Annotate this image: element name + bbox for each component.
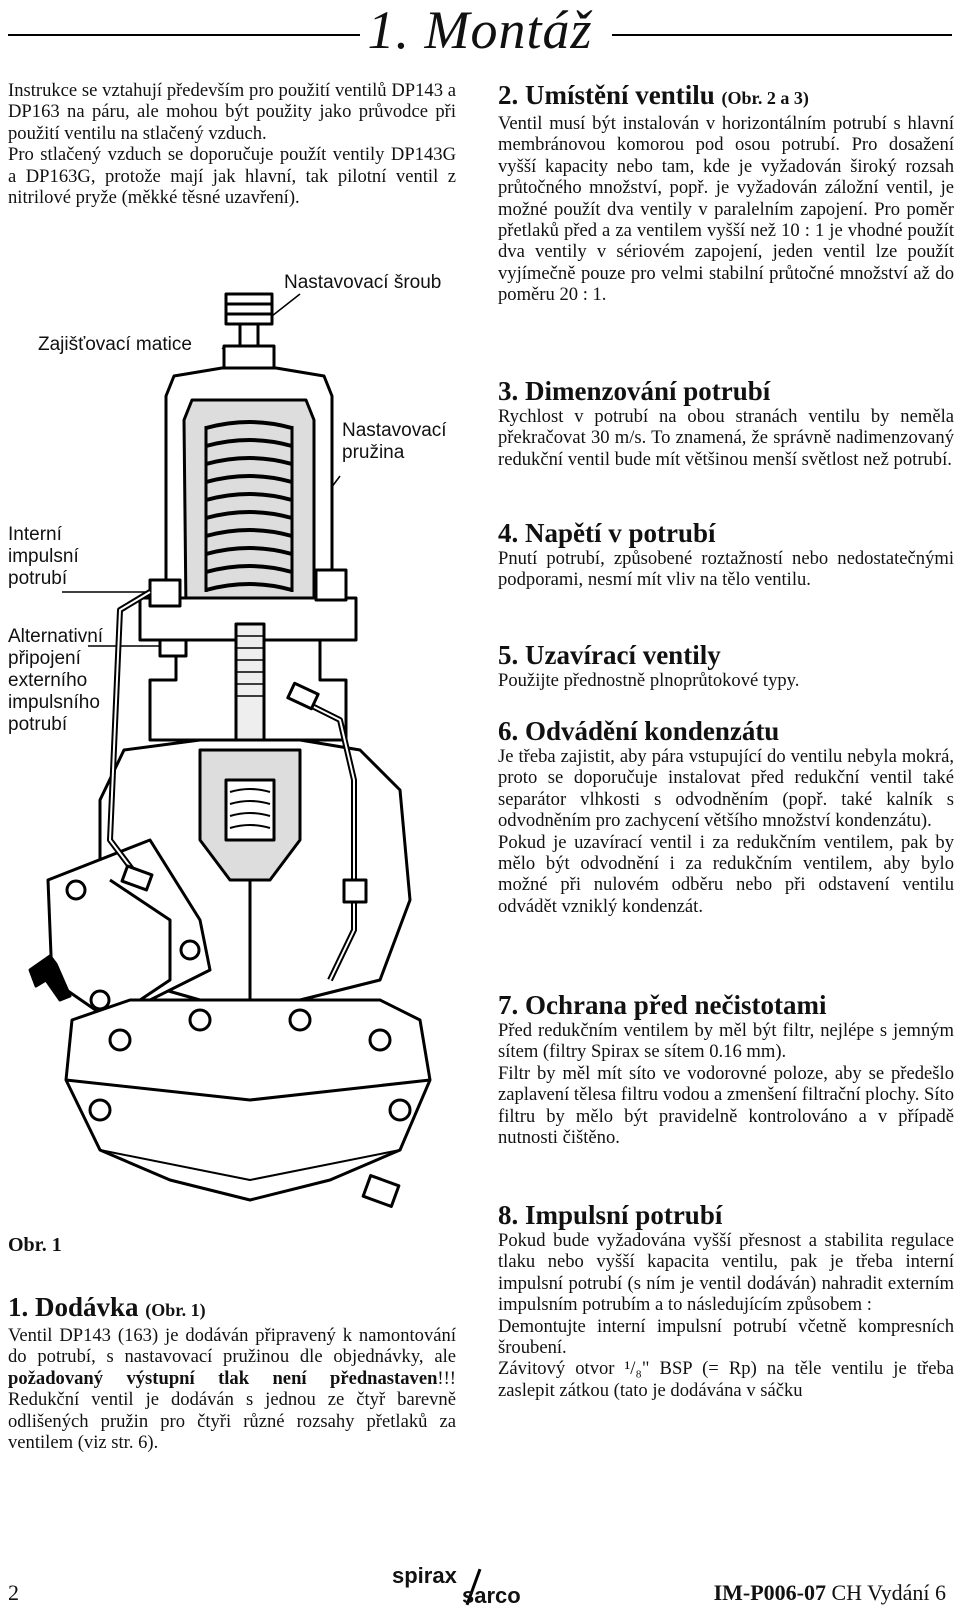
section-4-title: 4. Napětí v potrubí <box>498 518 716 548</box>
section-2-title: 2. Umístění ventilu <box>498 80 715 110</box>
section-8-title: 8. Impulsní potrubí <box>498 1200 723 1230</box>
section-7-paragraph-2: Filtr by měl mít síto ve vodorovné poloz… <box>498 1062 954 1149</box>
section-7-paragraph-1: Před redukčním ventilem by měl být filtr… <box>498 1020 954 1063</box>
intro-paragraph-2: Pro stlačený vzduch se doporučuje použít… <box>8 144 456 209</box>
section-2-body: Ventil musí být instalován v horizontáln… <box>498 113 954 306</box>
section-6-condensate: 6. Odvádění kondenzátu Je třeba zajistit… <box>498 716 954 917</box>
logo-word-top: spirax <box>392 1563 457 1588</box>
label-internal-line-3: potrubí <box>8 568 68 589</box>
section-6-paragraph-2: Pokud je uzavírací ventil i za redukčním… <box>498 831 954 917</box>
section-6-body: Je třeba zajistit, aby pára vstupující d… <box>498 746 954 917</box>
section-8-paragraph-2: Demontujte interní impulsní potrubí včet… <box>498 1315 954 1359</box>
label-internal-line-2: impulsní <box>8 546 79 567</box>
section-3-title: 3. Dimenzování potrubí <box>498 376 771 406</box>
label-alt-line-1: Alternativní <box>8 626 104 647</box>
section-5-body: Použijte přednostně plnoprůtokové typy. <box>498 670 800 691</box>
section-4-pipe-stress: 4. Napětí v potrubí Pnutí potrubí, způso… <box>498 518 954 591</box>
spirax-sarco-logo: spirax sarco <box>392 1563 552 1612</box>
label-adjusting-screw: Nastavovací šroub <box>284 272 442 293</box>
section-3-pipe-sizing: 3. Dimenzování potrubí Rychlost v potrub… <box>498 376 954 470</box>
label-internal-line-1: Interní <box>8 524 62 545</box>
section-1-text-a: Ventil DP143 (163) je dodáván připravený… <box>8 1325 456 1368</box>
label-lock-nut: Zajišťovací matice <box>38 334 192 355</box>
label-internal-impulse: Interní impulsní potrubí <box>8 524 79 590</box>
section-1-body: Ventil DP143 (163) je dodáván připravený… <box>8 1325 456 1453</box>
section-1-text-b: !!! Redukční ventil je dodáván s jednou … <box>8 1367 456 1454</box>
figure-caption: Obr. 1 <box>8 1234 62 1256</box>
label-spring-line-1: Nastavovací <box>342 420 447 441</box>
document-code: IM-P006-07 <box>713 1580 826 1605</box>
section-6-title: 6. Odvádění kondenzátu <box>498 716 780 746</box>
section-7-dirt-protection: 7. Ochrana před nečistotami Před redukčn… <box>498 990 954 1148</box>
label-alt-line-2: připojení <box>8 648 81 669</box>
logo-word-bottom: sarco <box>462 1583 521 1608</box>
page-title: 1. Montáž <box>367 0 593 60</box>
document-edition: CH Vydání 6 <box>831 1580 947 1605</box>
section-5-title: 5. Uzavírací ventily <box>498 640 721 670</box>
section-1-ref: (Obr. 1) <box>145 1300 206 1320</box>
section-7-title: 7. Ochrana před nečistotami <box>498 990 827 1020</box>
label-alt-line-5: potrubí <box>8 714 68 735</box>
label-spring-line-2: pružina <box>342 442 405 463</box>
section-1-title: 1. Dodávka <box>8 1292 139 1322</box>
section-2-placement: 2. Umístění ventilu (Obr. 2 a 3) Ventil … <box>498 80 954 306</box>
label-alternative-connection: Alternativní připojení externího impulsn… <box>8 626 103 736</box>
section-2-ref: (Obr. 2 a 3) <box>721 88 809 108</box>
section-3-body: Rychlost v potrubí na obou stranách vent… <box>498 406 954 470</box>
label-adjusting-spring: Nastavovací pružina <box>342 420 447 464</box>
header-rule-left <box>8 34 360 36</box>
section-4-body: Pnutí potrubí, způsobené roztažností neb… <box>498 548 954 591</box>
intro-paragraph-1: Instrukce se vztahují především pro použ… <box>8 80 456 144</box>
header-rule-right <box>612 34 952 36</box>
intro-text: Instrukce se vztahují především pro použ… <box>8 80 456 208</box>
valve-cutaway-drawing <box>28 292 432 1208</box>
section-1-delivery: 1. Dodávka (Obr. 1) Ventil DP143 (163) j… <box>8 1292 456 1453</box>
section-2-heading: 2. Umístění ventilu (Obr. 2 a 3) <box>498 80 954 113</box>
label-alt-line-3: externího <box>8 670 88 691</box>
section-5-isolation-valves: 5. Uzavírací ventily Použijte přednostně… <box>498 640 954 691</box>
section-1-text-bold: požadovaný výstupní tlak není přednastav… <box>8 1367 438 1389</box>
section-7-body: Před redukčním ventilem by měl být filtr… <box>498 1020 954 1148</box>
section-1-heading: 1. Dodávka (Obr. 1) <box>8 1292 456 1325</box>
section-8-body: Pokud bude vyžadována vyšší přesnost a s… <box>498 1230 954 1401</box>
section-6-paragraph-1: Je třeba zajistit, aby pára vstupující d… <box>498 746 954 832</box>
page-number: 2 <box>8 1580 19 1605</box>
section-8-paragraph-1: Pokud bude vyžadována vyšší přesnost a s… <box>498 1230 954 1316</box>
label-alt-line-4: impulsního <box>8 692 100 713</box>
section-8-impulse-pipe: 8. Impulsní potrubí Pokud bude vyžadován… <box>498 1200 954 1401</box>
document-id: IM-P006-07 CH Vydání 6 <box>714 1580 946 1610</box>
section-8-paragraph-3: Závitový otvor ¹/₈" BSP (= Rp) na těle v… <box>498 1358 954 1401</box>
